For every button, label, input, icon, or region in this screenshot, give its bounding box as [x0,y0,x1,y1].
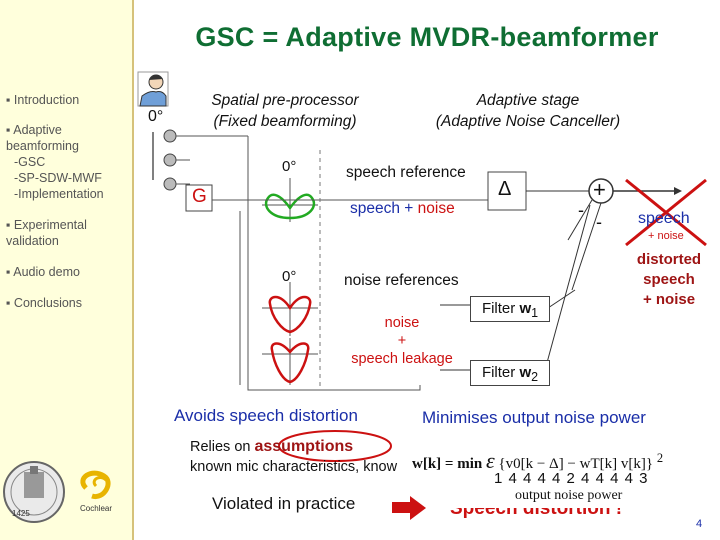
slide-title: GSC = Adaptive MVDR-beamformer [195,22,659,52]
minus-symbol-2: - [596,212,602,232]
minus-symbol-1: - [578,200,584,220]
formula-caption: output noise power [515,488,623,503]
noise-references-label: noise references [344,272,459,289]
blocking-beam-pattern-2-icon [262,338,318,385]
seal-year: 1425 [12,509,30,518]
speech-distortion-label: Speech distortion ! [450,508,623,519]
known-mic-label: known mic characteristics, know [190,459,398,475]
noise-leakage-label: noise + speech leakage [351,315,453,367]
blocking-matrix-block [185,184,213,212]
sum-plus-symbol: + [593,177,606,202]
source-angle-label: 0° [148,108,164,125]
speech-distortion-clip: Speech distortion ! [450,508,660,540]
university-seal-icon [3,461,65,523]
red-arrow-icon [392,496,426,520]
blocking-angle-label: 0° [282,268,297,285]
delay-symbol: Δ [498,178,512,200]
microphone-2-icon [163,153,177,167]
nav-sub-implementation[interactable]: -Implementation [14,187,104,201]
distorted-speech-label: distorted speech + noise [636,251,702,308]
sidebar-divider [132,0,134,540]
blocking-beam-pattern-1-icon [262,282,318,336]
nav-adaptive-beamforming[interactable]: ▪ Adaptive beamforming -GSC -SP-SDW-MWF … [6,122,126,202]
page-number: 4 [696,518,703,530]
adaptive-stage-label: Adaptive stage (Adaptive Noise Canceller… [435,92,621,130]
spatial-preprocessor-label: Spatial pre-processor (Fixed beamforming… [211,92,359,130]
microphone-1-icon [163,129,177,143]
nav-conclusions[interactable]: ▪ Conclusions [6,296,83,310]
cochlear-logo-icon [80,470,111,500]
avoids-distortion-label: Avoids speech distortion [174,406,358,425]
microphone-array [152,129,249,385]
nav-introduction[interactable]: ▪ Introduction [6,93,80,107]
nav-sub-sp-sdw-mwf[interactable]: -SP-SDW-MWF [14,171,102,185]
speech-plus-noise-label: speech + noise [350,200,455,217]
violated-in-practice-label: Violated in practice [212,494,356,513]
sidebar: ▪ Introduction ▪ Adaptive beamforming -G… [0,0,132,540]
cochlear-logo-text: Cochlear [80,504,113,513]
fixed-beam-angle-label: 0° [282,158,297,175]
filter-w2-block: Filter w2 [470,360,550,386]
nav-sub-gsc[interactable]: -GSC [14,155,46,169]
formula-underbrace: 1 4 4 4 4 2 4 4 4 4 3 [494,470,649,487]
output-noise-label: + noise [648,230,684,242]
mvdr-formula: w[k] = min ε {v0[k − Δ] − wT[k] v[k]} 2 [412,448,664,473]
nav-experimental-validation[interactable]: ▪ Experimental validation [6,218,87,248]
delay-block [487,171,527,211]
minimises-noise-label: Minimises output noise power [422,408,646,427]
filter-w1-block: Filter w1 [470,296,550,322]
microphone-3-icon [163,177,177,191]
presenter-avatar-icon [137,71,169,107]
nav-audio-demo[interactable]: ▪ Audio demo [6,265,80,279]
speech-reference-label: speech reference [346,164,466,181]
blocking-matrix-label: G [192,186,207,207]
relies-on-assumptions-label: Relies on assumptions [190,438,354,455]
output-speech-label: speech [638,210,690,227]
